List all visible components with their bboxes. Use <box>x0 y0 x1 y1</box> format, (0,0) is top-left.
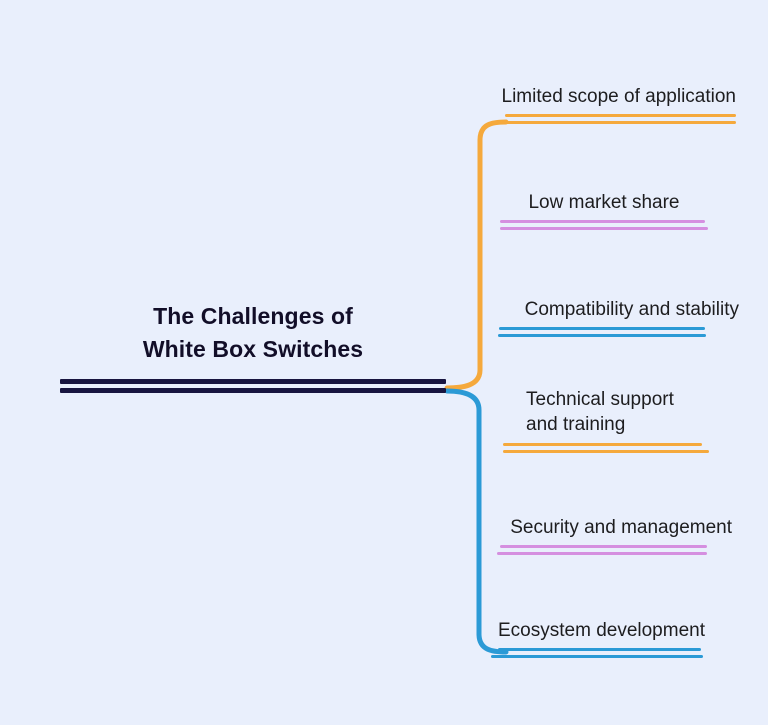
branch-node-ecosystem-development[interactable]: Ecosystem development <box>491 618 728 659</box>
root-label: The Challenges of White Box Switches <box>142 303 364 362</box>
branch-label: Technical support and training <box>526 389 674 436</box>
branch-underline <box>470 114 736 125</box>
root-underline <box>60 379 446 394</box>
branch-node-limited-scope-of-application[interactable]: Limited scope of application <box>470 84 736 125</box>
branch-label: Security and management <box>510 517 732 538</box>
branch-label: Compatibility and stability <box>524 299 739 320</box>
branch-underline-lower <box>503 449 709 453</box>
branch-node-compatibility-and-stability[interactable]: Compatibility and stability <box>498 297 739 338</box>
branch-label: Ecosystem development <box>498 620 705 641</box>
root-underline-lower <box>60 388 446 394</box>
branch-underline-upper <box>500 220 705 224</box>
branch-label: Low market share <box>528 192 680 213</box>
branch-underline-upper <box>499 327 705 331</box>
branch-underline-upper <box>503 442 702 446</box>
branch-underline <box>500 220 708 231</box>
branch-underline-lower <box>495 121 736 125</box>
branch-underline-upper <box>505 114 736 118</box>
upper-spine-path <box>444 119 509 391</box>
branch-node-technical-support-and-training[interactable]: Technical support and training <box>503 387 738 453</box>
branch-underline <box>494 545 732 556</box>
branch-label: Limited scope of application <box>501 86 736 107</box>
root-node[interactable]: The Challenges of White Box Switches <box>60 300 446 394</box>
branch-underline-lower <box>498 334 706 338</box>
branch-underline-lower <box>500 227 708 231</box>
branch-underline-upper <box>498 648 701 652</box>
branch-underline-lower <box>491 655 703 659</box>
branch-node-low-market-share[interactable]: Low market share <box>500 190 708 231</box>
branch-node-security-and-management[interactable]: Security and management <box>494 515 732 556</box>
branch-underline <box>491 648 728 659</box>
branch-underline <box>498 327 739 338</box>
branch-underline-upper <box>500 545 707 549</box>
branch-underline-lower <box>497 552 707 556</box>
branch-underline <box>503 442 738 453</box>
root-underline-upper <box>60 379 446 385</box>
